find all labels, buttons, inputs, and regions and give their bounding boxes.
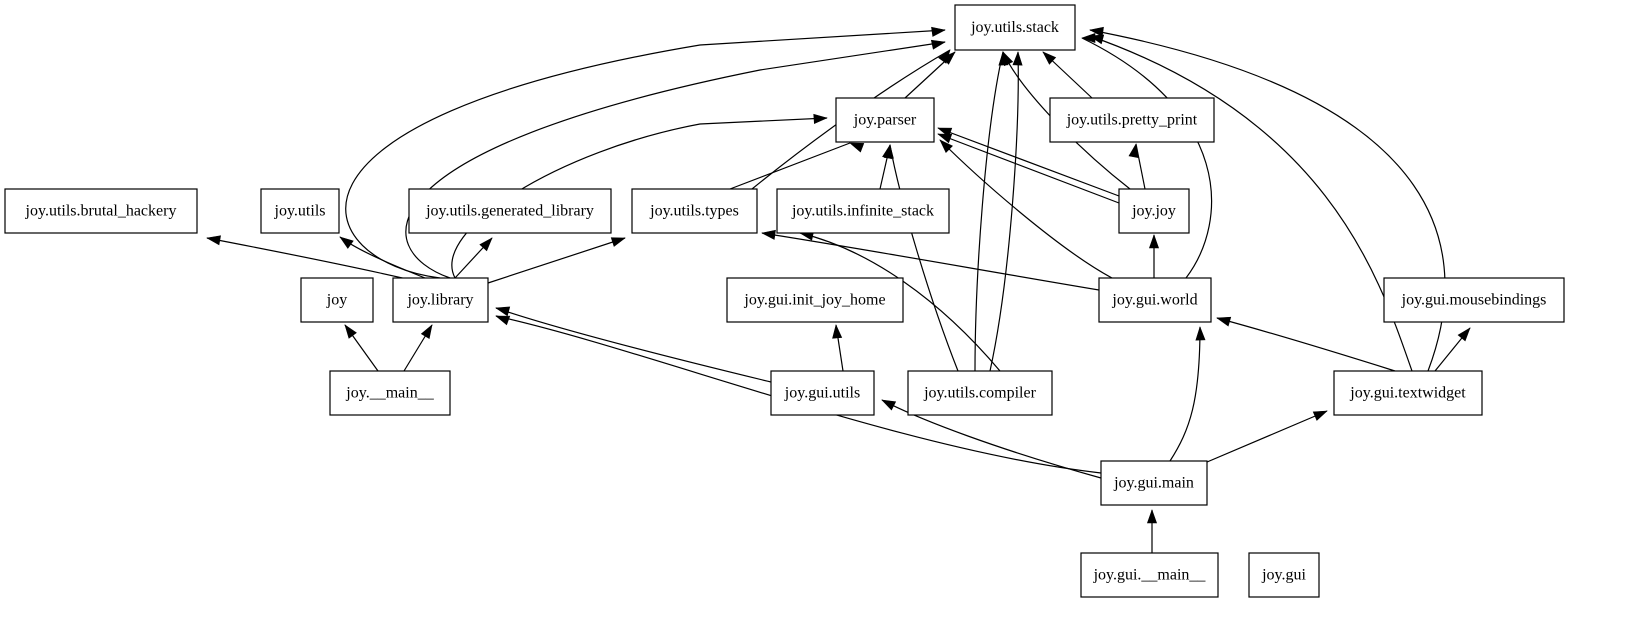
node-joy.utils.brutal_hackery[interactable]: joy.utils.brutal_hackery (4, 188, 198, 234)
node-box-joy.gui.main[interactable] (1100, 460, 1208, 506)
node-box-joy.gui.utils[interactable] (770, 370, 875, 416)
edge-joy.gui.textwidget-to-joy.gui.world (1216, 317, 1396, 372)
arrowhead (1128, 143, 1139, 159)
node-joy.gui.mousebindings[interactable]: joy.gui.mousebindings (1383, 277, 1565, 323)
node-joy.gui.main[interactable]: joy.gui.main (1100, 460, 1208, 506)
edge-joy.utils.types-to-joy.parser (729, 142, 851, 190)
arrowhead (1012, 51, 1023, 66)
edge-joy.library-to-joy.utils.stack (345, 29, 946, 279)
edge-joy.gui.world-to-joy.utils.stack (1081, 37, 1213, 279)
arrowhead (1195, 326, 1206, 341)
arrowhead (610, 237, 626, 247)
node-joy.gui.world[interactable]: joy.gui.world (1098, 277, 1212, 323)
node-box-joy.utils[interactable] (260, 188, 340, 234)
edge-joy.library-to-joy.utils.types (487, 237, 626, 284)
node-joy.utils.stack[interactable]: joy.utils.stack (954, 4, 1076, 51)
arrowhead (883, 144, 894, 159)
node-joy[interactable]: joy (300, 277, 374, 323)
node-joy.utils.infinite_stack[interactable]: joy.utils.infinite_stack (776, 188, 950, 234)
node-box-joy.gui.__main__[interactable] (1080, 552, 1219, 598)
edge-joy.gui.world-to-joy.utils.types (761, 232, 1100, 291)
arrowhead (339, 236, 354, 249)
arrowhead (1089, 26, 1104, 37)
node-box-joy.__main__[interactable] (329, 370, 451, 416)
node-box-joy.utils.brutal_hackery[interactable] (4, 188, 198, 234)
node-joy.utils.types[interactable]: joy.utils.types (631, 188, 758, 234)
node-joy.parser[interactable]: joy.parser (835, 97, 935, 143)
arrowhead (849, 142, 865, 153)
arrowheads-layer (206, 26, 1471, 524)
edge-joy.gui.textwidget-to-joy.utils.stack (1089, 35, 1413, 372)
edge-joy.gui.utils-to-joy.library (495, 307, 772, 383)
arrowhead (495, 315, 511, 326)
node-joy.gui.utils[interactable]: joy.gui.utils (770, 370, 875, 416)
node-joy.gui.textwidget[interactable]: joy.gui.textwidget (1333, 370, 1483, 416)
node-box-joy.utils.stack[interactable] (954, 4, 1076, 51)
edge-joy.gui.world-to-joy.parser (939, 139, 1113, 279)
node-box-joy.gui.init_joy_home[interactable] (726, 277, 904, 323)
edge-joy.utils.compiler-to-joy.parser (889, 144, 959, 372)
node-joy.gui.__main__[interactable]: joy.gui.__main__ (1080, 552, 1219, 598)
edge-joy.joy-to-joy.parser (937, 127, 1120, 197)
node-joy.gui[interactable]: joy.gui (1248, 552, 1320, 598)
node-joy.utils[interactable]: joy.utils (260, 188, 340, 234)
node-box-joy.gui.world[interactable] (1098, 277, 1212, 323)
arrowhead (1312, 410, 1328, 421)
edge-joy.joy-to-joy.utils.pretty_print (1135, 143, 1146, 190)
arrowhead (832, 324, 843, 339)
arrowhead (1042, 51, 1057, 65)
node-box-joy.parser[interactable] (835, 97, 935, 143)
node-joy.utils.pretty_print[interactable]: joy.utils.pretty_print (1049, 97, 1215, 143)
arrowhead (937, 133, 953, 144)
node-box-joy.utils.compiler[interactable] (907, 370, 1053, 416)
edge-joy.gui.main-to-joy.gui.world (1169, 326, 1201, 462)
nodes-layer: joy.utils.stack joy.parser joy.utils.prett… (4, 4, 1565, 598)
node-joy.gui.init_joy_home[interactable]: joy.gui.init_joy_home (726, 277, 904, 323)
node-box-joy.gui.mousebindings[interactable] (1383, 277, 1565, 323)
arrowhead (881, 399, 897, 411)
node-joy.library[interactable]: joy.library (392, 277, 489, 323)
arrowhead (206, 235, 221, 246)
edge-joy.gui.main-to-joy.gui.utils (881, 399, 1102, 479)
node-joy.__main__[interactable]: joy.__main__ (329, 370, 451, 416)
arrowhead (931, 26, 946, 37)
arrowhead (938, 49, 951, 64)
edge-joy.library-to-joy.parser (451, 117, 828, 279)
edge-joy.utils.compiler-to-joy.utils.stack (989, 51, 1019, 372)
edge-joy.library-to-joy.utils.brutal_hackery (206, 237, 421, 283)
node-box-joy.gui.textwidget[interactable] (1333, 370, 1483, 416)
arrowhead (1148, 234, 1160, 249)
node-joy.joy[interactable]: joy.joy (1118, 188, 1190, 234)
node-box-joy.gui[interactable] (1248, 552, 1320, 598)
arrowhead (813, 113, 828, 124)
arrowhead (1216, 316, 1232, 327)
edge-joy.gui.main-to-joy.gui.textwidget (1199, 410, 1328, 466)
arrowhead (998, 51, 1009, 66)
edge-joy.utils.compiler-to-joy.utils.stack (974, 51, 1004, 372)
node-box-joy.utils.pretty_print[interactable] (1049, 97, 1215, 143)
edge-joy.joy-to-joy.parser (937, 133, 1120, 204)
arrowhead (1089, 34, 1105, 45)
node-joy.utils.generated_library[interactable]: joy.utils.generated_library (408, 188, 612, 234)
arrowhead (479, 237, 493, 252)
node-box-joy.utils.infinite_stack[interactable] (776, 188, 950, 234)
arrowhead (344, 324, 357, 339)
node-box-joy.utils.generated_library[interactable] (408, 188, 612, 234)
arrowhead (495, 306, 511, 317)
node-box-joy.joy[interactable] (1118, 188, 1190, 234)
node-box-joy.library[interactable] (392, 277, 489, 323)
edge-joy.utils.compiler-to-joy.utils.types (799, 232, 1001, 372)
arrowhead (930, 39, 946, 50)
node-box-joy.utils.types[interactable] (631, 188, 758, 234)
node-joy.utils.compiler[interactable]: joy.utils.compiler (907, 370, 1053, 416)
arrowhead (761, 229, 776, 240)
arrowhead (1457, 327, 1471, 342)
arrowhead (1146, 509, 1158, 524)
node-box-joy[interactable] (300, 277, 374, 323)
arrowhead (420, 324, 433, 339)
arrowhead (939, 139, 953, 153)
